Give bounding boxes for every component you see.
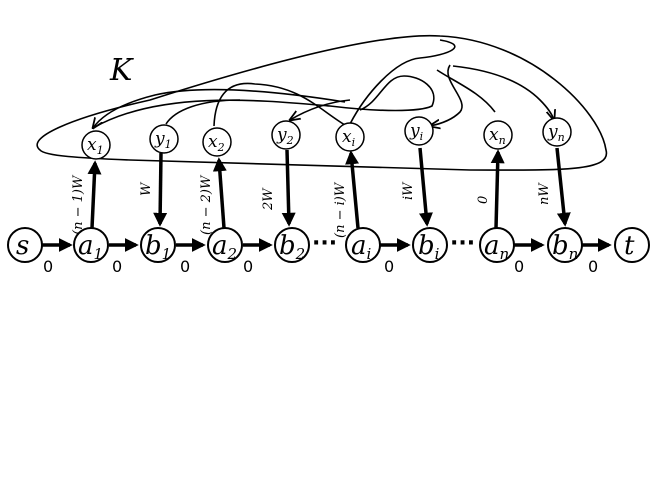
node-yi: yi — [404, 116, 434, 146]
node-y1: y1 — [149, 124, 179, 154]
k-edge-top-loop — [349, 39, 456, 125]
svg-text:yi: yi — [409, 121, 423, 143]
edge-a1-x1 — [87, 160, 102, 229]
ellipsis-2: ··· — [450, 231, 475, 256]
path-weights: 0 0 0 0 0 0 0 — [43, 257, 598, 276]
node-b2: b2 — [274, 227, 310, 263]
weight-s-a1: 0 — [43, 257, 53, 276]
edge-yn-bn — [555, 147, 571, 227]
svg-text:y2: y2 — [276, 125, 294, 147]
svg-text:bi: bi — [418, 231, 440, 263]
weight-y1-b1: W — [139, 181, 154, 196]
edge-yi-bi — [418, 147, 433, 227]
weight-a2-x2: (n − 2)W — [199, 174, 214, 235]
k-edge-x2-route — [213, 82, 346, 127]
node-yn: yn — [542, 117, 572, 147]
svg-text:a2: a2 — [212, 231, 237, 263]
bottom-nodes: s a1 b1 a2 b2 ai bi an bn t — [7, 227, 650, 263]
node-bn: bn — [547, 227, 583, 263]
svg-text:yn: yn — [547, 122, 565, 144]
node-ai: ai — [345, 227, 381, 263]
edge-a2-x2 — [212, 157, 227, 229]
weight-an-xn: 0 — [476, 196, 491, 204]
svg-text:s: s — [16, 231, 29, 261]
node-y2: y2 — [271, 120, 301, 150]
weight-ai-bi: 0 — [384, 257, 394, 276]
weight-a1-b1: 0 — [112, 257, 122, 276]
node-bi: bi — [412, 227, 448, 263]
weight-a1-x1: (n − 1)W — [71, 174, 86, 235]
node-xi: xi — [335, 122, 365, 152]
edge-ai-xi — [345, 150, 360, 229]
weight-a2-b2: 0 — [243, 257, 253, 276]
weight-ai-xi: (n − i)W — [333, 181, 348, 238]
k-internal-edges — [92, 39, 554, 129]
k-edge-long-arc — [92, 75, 435, 129]
node-x1: x1 — [81, 130, 111, 160]
svg-text:ai: ai — [351, 231, 372, 263]
set-k-label: K — [109, 53, 134, 88]
weight-b1-a2: 0 — [180, 257, 190, 276]
set-k-boundary — [36, 34, 608, 171]
svg-text:x1: x1 — [87, 135, 104, 157]
edge-an-xn — [490, 149, 505, 229]
edge-y1-b1 — [153, 152, 168, 227]
node-s: s — [7, 227, 43, 263]
node-a2: a2 — [207, 227, 243, 263]
svg-text:b2: b2 — [279, 231, 305, 263]
k-edge-to-yi — [430, 64, 463, 126]
node-a1: a1 — [73, 227, 109, 263]
vertical-edges — [87, 147, 571, 229]
edge-y2-b2 — [281, 149, 296, 227]
svg-text:xn: xn — [489, 125, 506, 147]
weight-y2-b2: 2W — [261, 187, 276, 211]
weight-bn-t: 0 — [588, 257, 598, 276]
weight-yi-bi: iW — [401, 181, 416, 200]
svg-text:bn: bn — [552, 231, 578, 263]
svg-text:x2: x2 — [208, 132, 225, 154]
svg-text:a1: a1 — [78, 231, 103, 263]
weight-an-bn: 0 — [514, 257, 524, 276]
k-edge-to-yn — [452, 65, 554, 120]
ellipsis-1: ··· — [312, 231, 337, 256]
svg-text:an: an — [484, 231, 509, 263]
top-nodes: x1 y1 x2 y2 xi yi xn yn — [81, 116, 572, 160]
k-edge-from-y1 — [165, 99, 241, 125]
node-an: an — [479, 227, 515, 263]
node-x2: x2 — [202, 127, 232, 157]
k-edge-to-y1 — [93, 88, 346, 128]
node-xn: xn — [483, 120, 513, 150]
weight-yn-bn: nW — [537, 182, 552, 205]
svg-text:b1: b1 — [145, 231, 171, 263]
svg-text:t: t — [624, 231, 635, 261]
k-edge-to-xn — [436, 69, 496, 113]
svg-text:y1: y1 — [154, 129, 172, 151]
svg-text:xi: xi — [342, 127, 355, 149]
node-b1: b1 — [140, 227, 176, 263]
k-edge-to-y2 — [290, 99, 351, 120]
node-t: t — [614, 227, 650, 263]
vertical-weights: (n − 1)W W (n − 2)W 2W (n − i)W iW 0 nW — [71, 174, 552, 238]
